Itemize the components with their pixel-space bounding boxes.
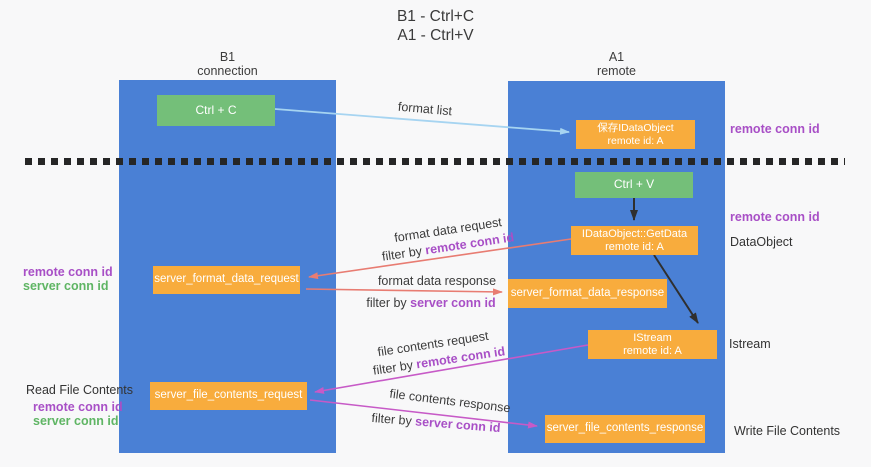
left-column-name: B1 xyxy=(219,50,236,64)
server-format-data-response-box: server_format_data_response xyxy=(508,279,667,308)
getdata-line1: IDataObject::GetData xyxy=(581,227,688,240)
filter-by-prefix: filter by xyxy=(371,410,416,429)
title-line-2: A1 - Ctrl+V xyxy=(397,27,474,44)
right-mid-remote-conn-id-label: remote conn id xyxy=(730,210,820,224)
right-top-remote-conn-id-label: remote conn id xyxy=(730,122,820,136)
istream-margin-label: Istream xyxy=(729,337,771,351)
left-column-header: B1 connection xyxy=(119,50,336,78)
right-column-name: A1 xyxy=(608,50,625,64)
getdata-line2: remote id: A xyxy=(605,240,664,253)
file-contents-response-filter-label: filter by server conn id xyxy=(371,411,501,435)
right-column-header: A1 remote xyxy=(508,50,725,78)
filter-by-prefix: filter by xyxy=(366,296,411,310)
istream-line1: IStream xyxy=(633,331,672,344)
format-data-response-filter-label: filter by server conn id xyxy=(366,296,495,310)
save-idataobject-box: 保存IDataObject remote id: A xyxy=(576,120,695,149)
left-column-subtitle: connection xyxy=(197,64,258,78)
server-conn-id-text: server conn id xyxy=(414,414,501,436)
right-column-subtitle: remote xyxy=(597,64,636,78)
istream-box: IStream remote id: A xyxy=(588,330,717,359)
server-format-data-response-label: server_format_data_response xyxy=(510,286,665,299)
read-remote-conn-id-label: remote conn id xyxy=(33,400,123,414)
istream-line2: remote id: A xyxy=(623,344,682,357)
server-format-data-request-box: server_format_data_request xyxy=(153,266,300,294)
filter-by-prefix: filter by xyxy=(381,243,427,264)
format-data-response-label: format data response xyxy=(377,274,497,288)
ctrl-c-box: Ctrl + C xyxy=(157,95,275,126)
file-contents-response-label: file contents response xyxy=(388,386,512,416)
server-file-contents-request-label: server_file_contents_request xyxy=(154,389,303,402)
left-remote-conn-id-label: remote conn id xyxy=(23,265,113,279)
dashed-divider xyxy=(25,158,845,165)
write-file-contents-label: Write File Contents xyxy=(734,424,841,438)
left-server-conn-id-label: server conn id xyxy=(23,279,109,293)
server-file-contents-response-label: server_file_contents_response xyxy=(546,422,704,435)
server-file-contents-response-box: server_file_contents_response xyxy=(545,415,705,443)
save-idataobject-line1: 保存IDataObject xyxy=(597,121,674,134)
server-conn-id-text: server conn id xyxy=(410,296,496,310)
ctrl-c-label: Ctrl + C xyxy=(195,102,237,117)
ctrl-v-label: Ctrl + V xyxy=(613,177,655,192)
server-file-contents-request-box: server_file_contents_request xyxy=(150,382,307,410)
filter-by-prefix: filter by xyxy=(372,357,418,378)
diagram-title: B1 - Ctrl+C A1 - Ctrl+V xyxy=(0,7,871,45)
title-line-1: B1 - Ctrl+C xyxy=(396,8,475,25)
save-idataobject-line2: remote id: A xyxy=(607,134,664,147)
read-server-conn-id-label: server conn id xyxy=(33,414,119,428)
idataobject-getdata-box: IDataObject::GetData remote id: A xyxy=(571,226,698,255)
read-file-contents-label: Read File Contents xyxy=(26,383,134,397)
dataobject-label: DataObject xyxy=(730,235,793,249)
server-format-data-request-label: server_format_data_request xyxy=(154,273,299,286)
ctrl-v-box: Ctrl + V xyxy=(575,172,693,198)
format-list-label: format list xyxy=(397,99,453,119)
